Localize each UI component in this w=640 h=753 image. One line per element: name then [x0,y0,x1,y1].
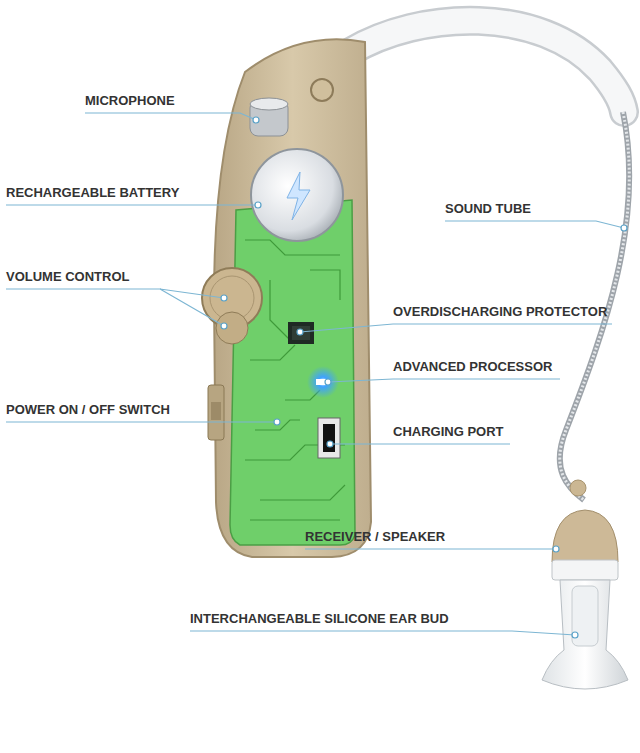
part-label: POWER ON / OFF SWITCH [6,402,170,418]
part-label: RECEIVER / SPEAKER [305,529,445,545]
part-label: VOLUME CONTROL [6,269,130,285]
part-label: SOUND TUBE [445,201,531,217]
part-label: ADVANCED PROCESSOR [393,359,552,375]
part-label: INTERCHANGEABLE SILICONE EAR BUD [190,611,449,627]
part-label: CHARGING PORT [393,424,504,440]
part-label: OVERDISCHARGING PROTECTOR [393,304,607,320]
part-label: MICROPHONE [85,93,175,109]
part-label: RECHARGEABLE BATTERY [6,185,179,201]
